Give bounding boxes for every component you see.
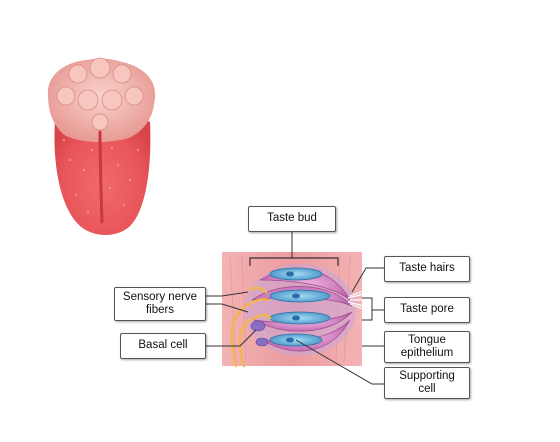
label-taste-hairs-text: Taste hairs (399, 262, 455, 275)
label-tongue-epithelium[interactable]: Tongue epithelium (384, 331, 470, 363)
taste-bud-section (222, 252, 368, 366)
label-supporting-cell[interactable]: Supporting cell (384, 367, 470, 399)
label-taste-hairs[interactable]: Taste hairs (384, 256, 470, 282)
label-tongue-epithelium-text: Tongue epithelium (389, 334, 465, 360)
label-sensory-nerve-fibers[interactable]: Sensory nerve fibers (114, 287, 206, 321)
label-taste-bud-text: Taste bud (267, 212, 317, 225)
label-taste-bud[interactable]: Taste bud (248, 206, 336, 232)
label-sensory-nerve-fibers-text: Sensory nerve fibers (119, 291, 201, 317)
label-taste-pore-text: Taste pore (400, 303, 454, 316)
label-basal-cell[interactable]: Basal cell (120, 333, 206, 359)
label-basal-cell-text: Basal cell (138, 339, 187, 352)
label-taste-pore[interactable]: Taste pore (384, 297, 470, 323)
label-supporting-cell-text: Supporting cell (389, 370, 465, 396)
